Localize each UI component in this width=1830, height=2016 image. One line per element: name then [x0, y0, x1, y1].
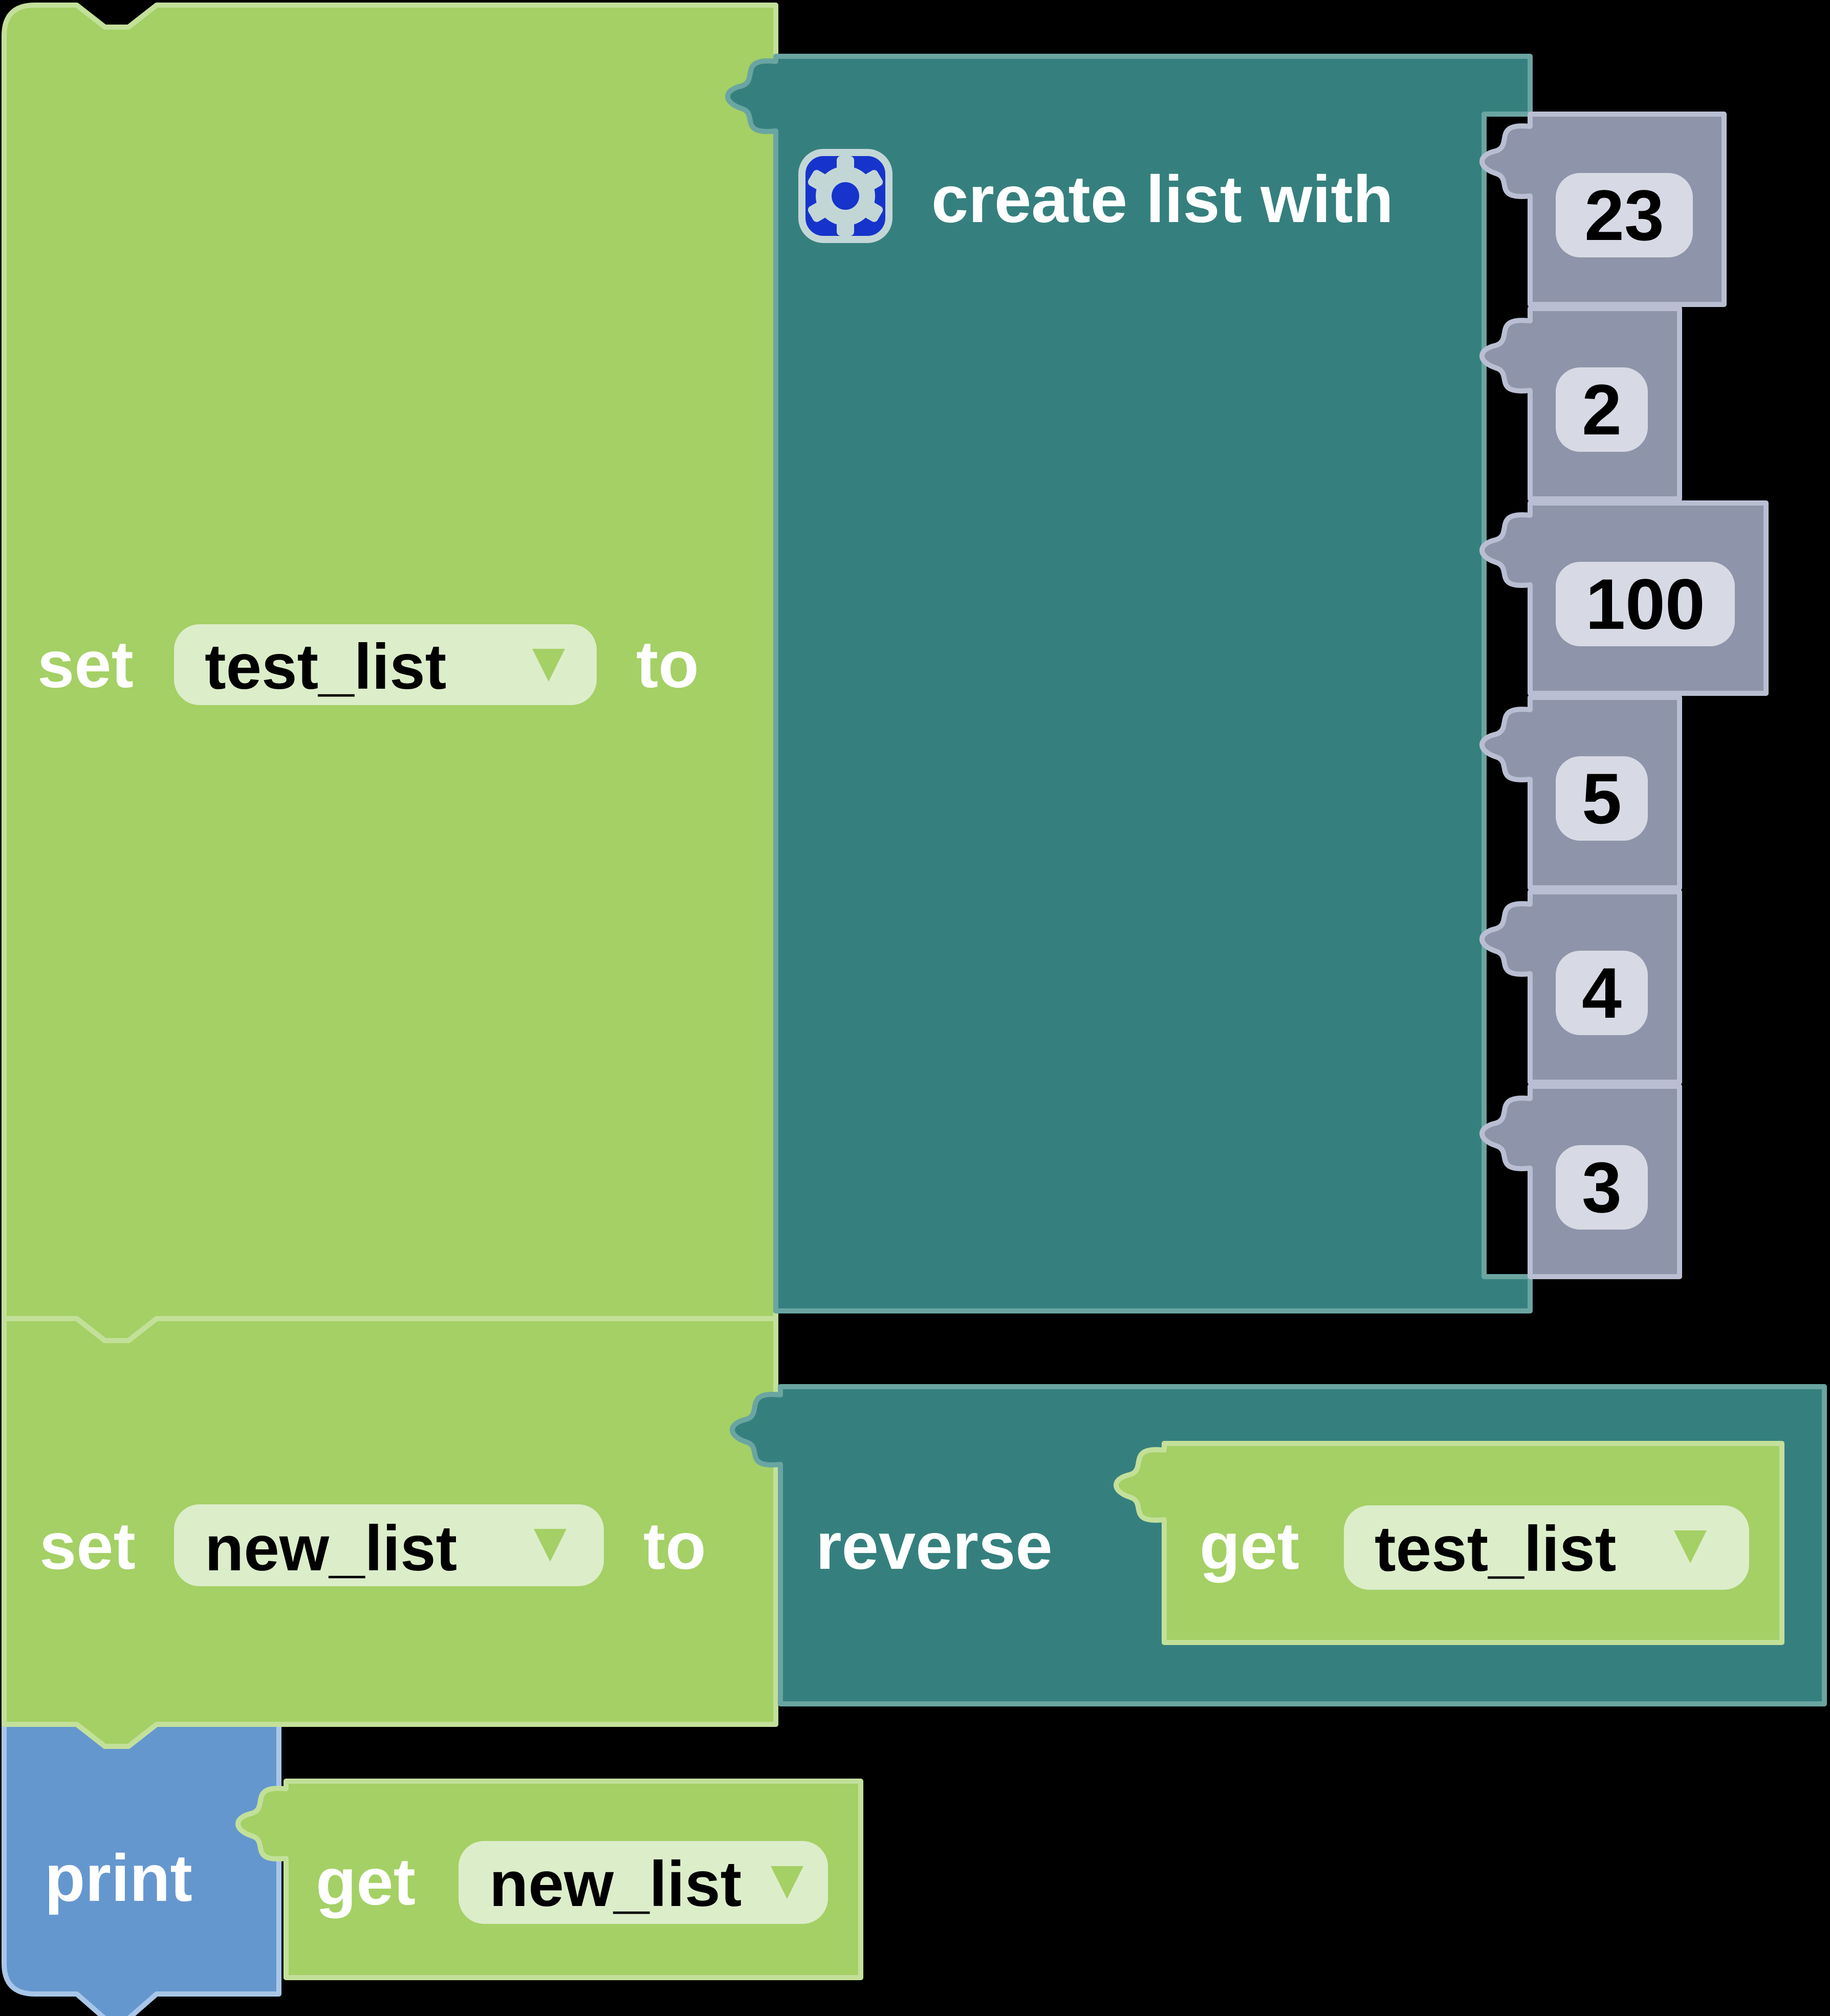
set-label: set	[39, 1508, 136, 1583]
create-list-with-block[interactable]	[725, 54, 1533, 1313]
number-field-value[interactable]: 5	[1582, 758, 1622, 839]
triangle-down-icon	[771, 1866, 803, 1899]
reverse-label: reverse	[816, 1508, 1053, 1583]
variable-dropdown-label[interactable]: test_list	[1375, 1514, 1616, 1585]
number-field[interactable]	[1556, 951, 1648, 1035]
get-label: get	[1200, 1508, 1299, 1583]
gear-icon[interactable]	[798, 149, 892, 243]
print-label: print	[45, 1840, 192, 1915]
number-field-value[interactable]: 23	[1584, 175, 1664, 255]
number-field-value[interactable]: 3	[1582, 1147, 1622, 1228]
variable-dropdown-new-list[interactable]	[174, 1504, 604, 1586]
variable-dropdown-label[interactable]: test_list	[205, 631, 446, 703]
number-block-group: 23 2 100 5 4 3	[1479, 112, 1769, 1279]
number-field[interactable]	[1556, 1145, 1648, 1230]
variable-dropdown-label[interactable]: new_list	[205, 1513, 457, 1584]
variable-dropdown-label[interactable]: new_list	[489, 1849, 742, 1920]
variable-dropdown-test-list[interactable]	[174, 624, 597, 705]
create-list-with-label: create list with	[931, 162, 1393, 236]
variable-dropdown-test-list[interactable]	[1344, 1505, 1749, 1590]
number-field[interactable]	[1556, 562, 1735, 646]
get-label: get	[316, 1844, 416, 1919]
triangle-down-icon	[1674, 1530, 1707, 1563]
set-label: set	[37, 627, 134, 702]
triangle-down-icon	[534, 1529, 567, 1562]
number-field[interactable]	[1556, 367, 1648, 452]
number-field-value[interactable]: 2	[1582, 369, 1622, 450]
number-field-value[interactable]: 4	[1582, 953, 1622, 1033]
number-field-value[interactable]: 100	[1585, 564, 1705, 644]
variable-dropdown-new-list[interactable]	[459, 1841, 828, 1924]
gear-icon-glyph	[808, 156, 883, 236]
number-field[interactable]	[1556, 173, 1693, 257]
to-label: to	[643, 1508, 706, 1583]
to-label: to	[636, 627, 699, 702]
number-field[interactable]	[1556, 756, 1648, 841]
triangle-down-icon	[532, 649, 565, 682]
